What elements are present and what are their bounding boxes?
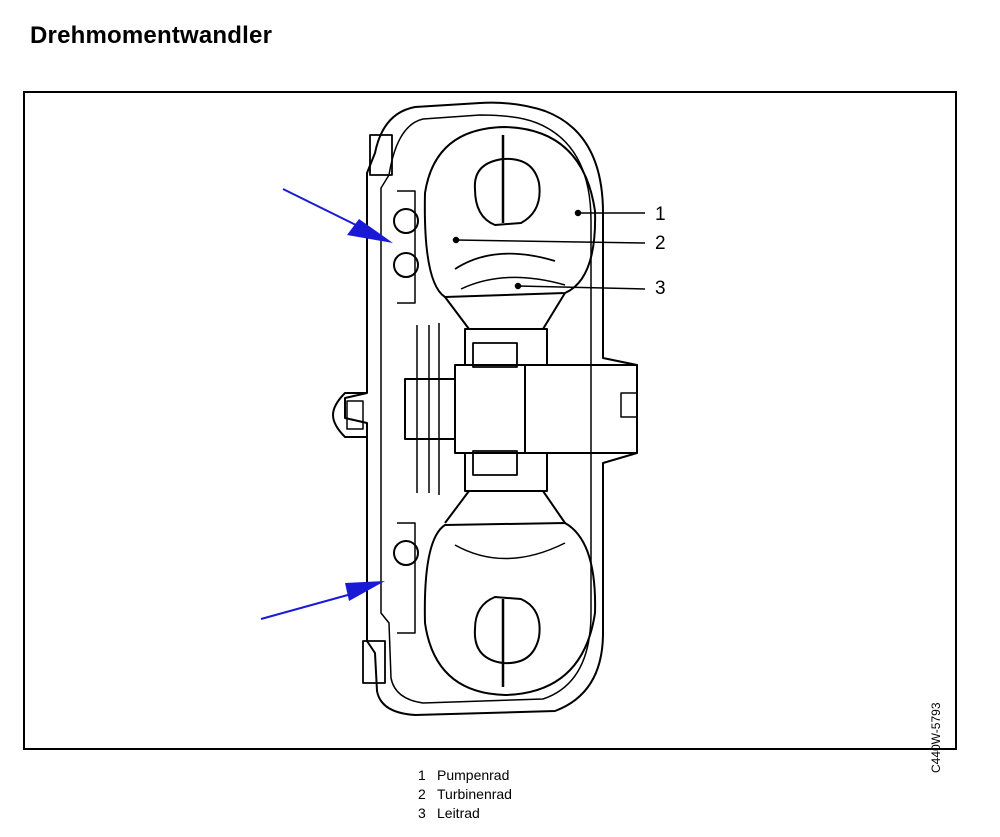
stud-bottom [362,640,386,684]
ring-1 [393,208,419,234]
upper-torus-outer [423,126,597,298]
callout-num-1: 1 [655,204,666,225]
inner-housing-line [380,114,592,704]
stator-curve [454,252,556,270]
lower-stator [454,542,566,560]
lower-link-left [444,490,470,524]
leader-3 [517,285,646,290]
stator-lower [460,276,566,290]
callout-num-3: 3 [655,278,666,299]
lower-torus-core [473,596,541,665]
ring-2 [393,252,419,278]
legend-item: 2 Turbinenrad [418,785,512,804]
torque-converter-drawing: 1 2 3 [260,101,666,716]
bearing-bottom [472,450,518,476]
shaft-notch [620,392,638,418]
hub-plug [346,400,364,430]
legend-label: Leitrad [437,805,480,821]
arrow-lower-shaft [260,592,356,620]
ring-3 [393,540,419,566]
lower-hub [464,452,548,492]
clutch-plate-upper [397,190,416,304]
diagram-frame: 1 2 3 C440W-5793 [23,91,957,773]
figure-code: C440W-5793 [929,702,943,774]
center-spline [454,364,526,454]
upper-link-right [542,292,566,330]
upper-link-left [444,296,470,330]
converter-housing [344,101,638,716]
legend-number: 1 [418,767,426,783]
stud-top [369,134,393,176]
upper-torus-core [473,157,541,226]
lower-link-right [542,490,566,524]
leader-2 [455,239,646,244]
legend-label: Pumpenrad [437,767,510,783]
lower-torus-outer [423,522,597,696]
arrow-upper-head [347,219,393,243]
legend-number: 3 [418,805,426,821]
left-hub [404,378,456,440]
legend-number: 2 [418,786,426,802]
arrow-upper-shaft [282,188,361,228]
callout-num-2: 2 [655,233,666,254]
turbine-hub [464,328,548,366]
clutch-plate-lower [397,522,416,634]
page-title: Drehmomentwandler [30,22,273,49]
legend-item: 1 Pumpenrad [418,766,512,785]
input-shaft [524,364,638,454]
legend-label: Turbinenrad [437,786,512,802]
callout-legend: 1 Pumpenrad 2 Turbinenrad 3 Leitrad [418,766,512,823]
arrow-lower-head [345,581,385,601]
hub-nose [332,392,367,438]
bearing-top [472,342,518,368]
legend-item: 3 Leitrad [418,804,512,823]
